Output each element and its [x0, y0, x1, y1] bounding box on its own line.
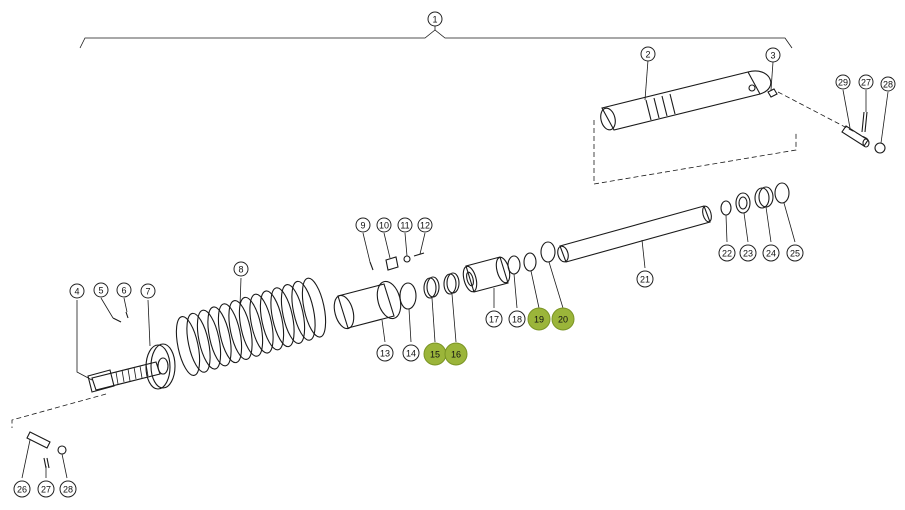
callout-label: 17 — [489, 315, 499, 325]
callout-label: 25 — [790, 249, 800, 259]
callout-2: 2 — [640, 46, 656, 62]
callout-label: 2 — [645, 50, 650, 60]
split-pin-bottom — [43, 457, 50, 469]
callout-label: 28 — [63, 485, 73, 495]
callout-4: 4 — [69, 283, 85, 299]
callout-label: 5 — [98, 286, 103, 296]
callout-14: 14 — [402, 344, 420, 362]
callout-7: 7 — [140, 283, 156, 299]
callout-label: 10 — [379, 221, 389, 231]
callout-6: 6 — [116, 282, 132, 298]
pin-6 — [125, 311, 129, 319]
callout-label: 27 — [861, 78, 871, 88]
callout-label: 16 — [451, 350, 461, 360]
assembly-frame — [593, 120, 797, 185]
callout-label: 18 — [512, 315, 522, 325]
screw-5 — [112, 317, 122, 323]
callout-label: 28 — [883, 80, 893, 90]
callout-label: 23 — [743, 249, 753, 259]
bolt-12 — [413, 252, 425, 257]
callout-label: 6 — [121, 286, 126, 296]
ring-22 — [720, 200, 732, 216]
callout-25: 25 — [786, 244, 804, 262]
callout-27: 27 — [37, 480, 55, 498]
piston-rod — [557, 205, 712, 263]
callout-label: 8 — [238, 265, 243, 275]
callout-21: 21 — [636, 270, 654, 288]
callout-1: 1 — [427, 11, 443, 27]
pin-top — [841, 125, 870, 148]
threaded-rod-end — [87, 361, 161, 393]
callout-27: 27 — [858, 74, 874, 90]
callout-17: 17 — [485, 310, 503, 328]
callout-28: 28 — [880, 76, 896, 92]
assembly-bracket — [79, 29, 793, 49]
bushing-24 — [754, 186, 774, 209]
split-pin-top — [861, 111, 868, 133]
callout-label: 3 — [770, 51, 775, 61]
coil-spring — [175, 277, 327, 376]
callout-label: 15 — [430, 350, 440, 360]
callout-label: 12 — [420, 221, 430, 231]
stop-nut — [145, 343, 176, 390]
washer-top — [874, 142, 886, 154]
spring-pin-9 — [369, 261, 374, 271]
callout-label: 1 — [432, 15, 437, 25]
callout-29: 29 — [835, 74, 851, 90]
washer-bottom — [57, 445, 67, 455]
guide-bushing — [333, 280, 402, 330]
callout-16: 16 — [444, 342, 468, 366]
seal-15 — [423, 276, 440, 299]
callout-label: 14 — [406, 349, 416, 359]
callout-12: 12 — [417, 217, 433, 233]
callout-26: 26 — [13, 480, 31, 498]
callout-28: 28 — [59, 480, 77, 498]
callout-10: 10 — [376, 217, 392, 233]
o-ring-19 — [523, 252, 537, 272]
callout-3: 3 — [765, 47, 781, 63]
ring-14 — [399, 282, 417, 310]
callout-label: 7 — [145, 287, 150, 297]
callout-label: 20 — [558, 315, 568, 325]
callout-11: 11 — [397, 217, 413, 233]
o-ring-20 — [540, 241, 556, 263]
callout-5: 5 — [93, 282, 109, 298]
callout-label: 22 — [722, 249, 732, 259]
washer-11 — [403, 255, 411, 263]
callout-24: 24 — [762, 244, 780, 262]
callout-8: 8 — [233, 261, 249, 277]
callout-13: 13 — [376, 344, 394, 362]
callout-label: 4 — [74, 287, 79, 297]
seal-16 — [443, 272, 460, 295]
callout-23: 23 — [739, 244, 757, 262]
callout-20: 20 — [551, 307, 575, 331]
cylinder-barrel — [600, 70, 772, 131]
bracket-10 — [385, 256, 399, 271]
callout-22: 22 — [718, 244, 736, 262]
callout-label: 9 — [360, 221, 365, 231]
callout-19: 19 — [527, 307, 551, 331]
callout-label: 24 — [766, 249, 776, 259]
piston — [462, 256, 511, 293]
pin-bottom — [26, 431, 51, 449]
callout-label: 21 — [640, 275, 650, 285]
callout-9: 9 — [355, 217, 371, 233]
callout-label: 11 — [400, 221, 409, 231]
grease-nipple — [767, 88, 778, 98]
callout-label: 29 — [838, 78, 848, 88]
callout-15: 15 — [423, 342, 447, 366]
ring-25 — [774, 182, 790, 204]
callout-18: 18 — [508, 310, 526, 328]
seal-23 — [735, 192, 751, 214]
callout-label: 19 — [534, 315, 544, 325]
callout-label: 13 — [380, 349, 390, 359]
callout-label: 26 — [17, 485, 27, 495]
callout-label: 27 — [41, 485, 51, 495]
